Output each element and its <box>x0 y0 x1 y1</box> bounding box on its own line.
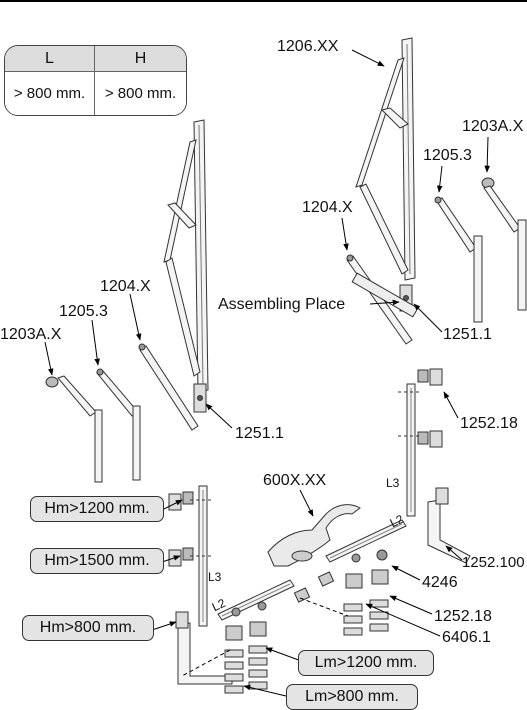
right-vertical-rod <box>398 368 471 564</box>
label-1205-right: 1205.3 <box>423 147 472 164</box>
left-vertical-rod <box>168 485 233 685</box>
handle-600x <box>267 504 361 603</box>
table-value-l: > 800 mm. <box>5 72 95 115</box>
table-header-h: H <box>95 46 186 72</box>
label-1206: 1206.XX <box>277 38 339 55</box>
table-value-h: > 800 mm. <box>95 72 186 115</box>
leader-lines <box>44 49 490 697</box>
label-1252-18-top: 1252.18 <box>460 415 518 432</box>
label-1204-left: 1204.X <box>100 278 151 295</box>
right-stay-assembly <box>346 37 527 345</box>
box-lm-1200: Lm>1200 mm. <box>298 650 434 676</box>
label-1204-right: 1204.X <box>302 199 353 216</box>
label-l3-left: L3 <box>208 570 222 584</box>
keeper-stacks <box>224 549 389 694</box>
label-1252-100: 1252.100 <box>462 554 525 571</box>
box-lm-800: Lm>800 mm. <box>286 684 418 710</box>
left-stay-assembly <box>45 119 209 483</box>
label-l3-right: L3 <box>386 476 400 490</box>
label-assembling-place: Assembling Place <box>218 296 346 313</box>
label-1251-left: 1251.1 <box>235 425 284 442</box>
label-1205-left: 1205.3 <box>59 303 108 320</box>
box-hm-1500: Hm>1500 mm. <box>30 548 164 574</box>
box-hm-1200: Hm>1200 mm. <box>30 496 164 522</box>
label-600x: 600X.XX <box>263 472 327 489</box>
box-hm-800: Hm>800 mm. <box>22 615 154 641</box>
label-1252-18-bottom: 1252.18 <box>434 608 492 625</box>
dimension-table: L H > 800 mm. > 800 mm. <box>4 45 187 116</box>
table-header-l: L <box>5 46 95 72</box>
label-1203a-right: 1203A.X <box>462 118 524 135</box>
top-border <box>0 0 527 2</box>
label-6406: 6406.1 <box>442 629 491 646</box>
label-1203a-left: 1203A.X <box>0 326 62 343</box>
label-1251-right: 1251.1 <box>443 326 492 343</box>
label-4246: 4246 <box>422 574 458 591</box>
